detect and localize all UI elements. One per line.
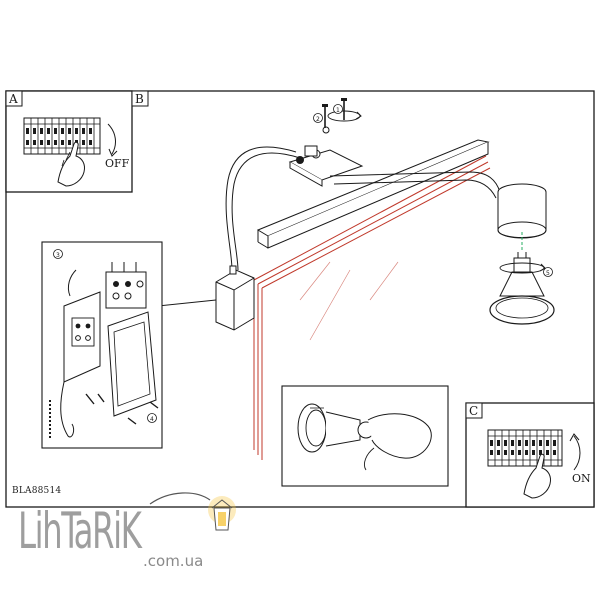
- lantern-icon: [149, 492, 236, 531]
- hand-icon-c: [523, 453, 551, 499]
- breaker-panel-a: [23, 117, 101, 155]
- step-marker-1: 1: [333, 104, 343, 114]
- panel-c: C: [465, 402, 595, 508]
- junction-box: [215, 265, 255, 331]
- panel-a-label: A: [8, 92, 18, 106]
- panel-a: A: [5, 90, 133, 193]
- step-marker-5: 5: [543, 267, 553, 277]
- svg-text:5: 5: [546, 270, 550, 277]
- breaker-panel-c: [487, 429, 563, 467]
- rotate-arrow-icon-c: [573, 435, 581, 471]
- svg-text:1: 1: [336, 107, 340, 114]
- diagram-frame: [5, 90, 595, 508]
- bulb-insert-detail: [281, 385, 449, 487]
- rotate-arrow-icon-b: [327, 110, 362, 122]
- step-marker-4: 4: [147, 413, 157, 423]
- lamp-arm: [329, 171, 501, 199]
- lamp-head: [497, 183, 547, 239]
- rotate-arrow-icon-a: [107, 123, 116, 155]
- panel-b-label: B: [135, 92, 144, 106]
- step-marker-3: 3: [53, 249, 63, 259]
- panel-c-label: C: [469, 404, 478, 418]
- power-cable: [225, 146, 297, 271]
- mounting-bracket: [288, 145, 364, 187]
- off-label: OFF: [105, 157, 130, 170]
- brand-domain: .com.ua: [143, 552, 204, 570]
- ceiling-slab: [256, 139, 490, 249]
- svg-text:4: 4: [150, 416, 154, 423]
- twist-arrow-icon: [499, 262, 546, 274]
- hand-icon-a: [57, 141, 85, 187]
- svg-text:2: 2: [316, 116, 320, 123]
- brand-name: LihTaRiK: [18, 502, 142, 560]
- screw-icon: [322, 98, 347, 134]
- svg-text:3: 3: [56, 252, 60, 259]
- product-code: BLA88514: [12, 486, 62, 496]
- brand-logo: LihTaRiK .com.ua: [18, 500, 258, 570]
- bulb-icon: [489, 252, 555, 325]
- step-marker-2: 2: [313, 113, 323, 123]
- on-label: ON: [572, 472, 591, 485]
- wiring-detail: [41, 241, 163, 449]
- hand-icon-bulb: [367, 413, 432, 459]
